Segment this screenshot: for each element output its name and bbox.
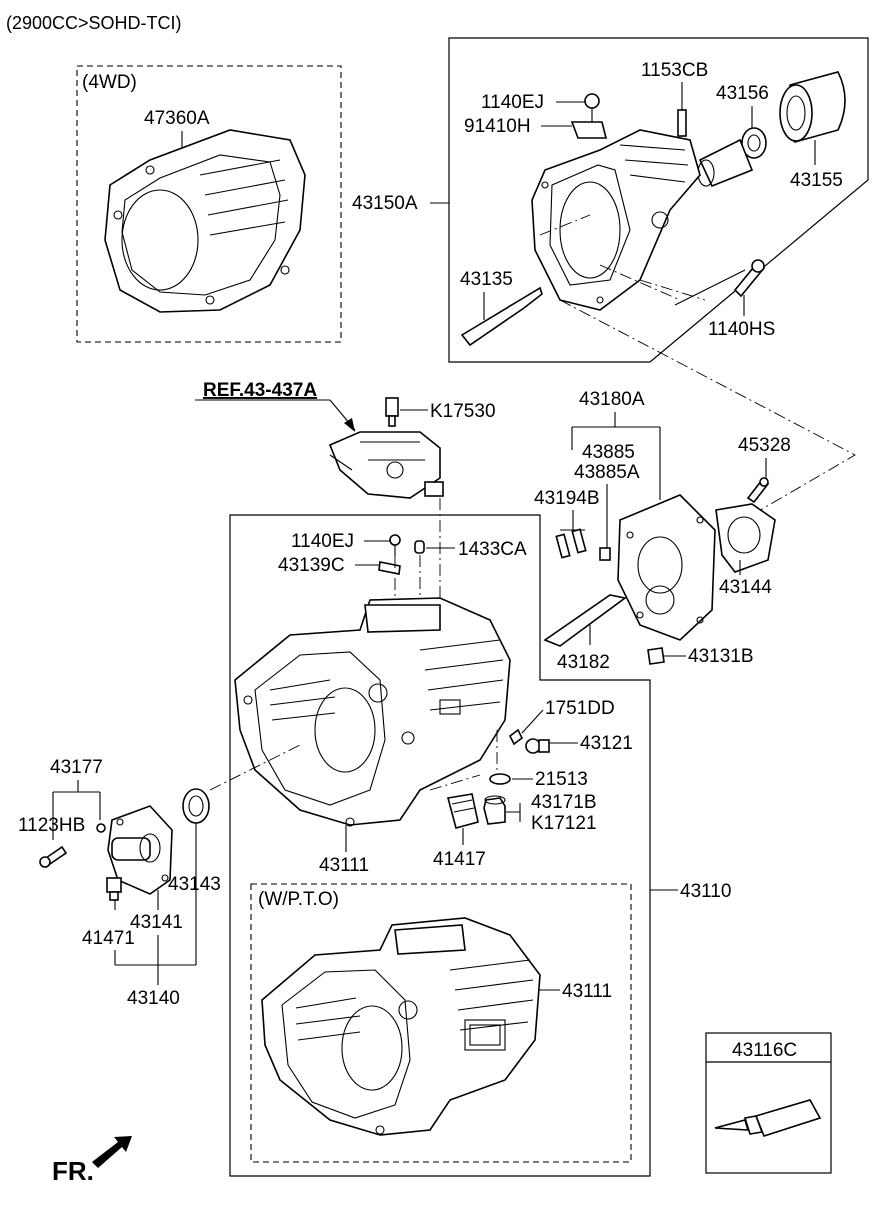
leader-1751DD: [521, 709, 544, 734]
label-43885: 43885: [582, 442, 635, 463]
sealant-tube-43116C: [714, 1099, 822, 1137]
plug-43131B: [647, 647, 665, 665]
oil-seal-43156: [741, 127, 767, 159]
label-43111-top: 43111: [319, 855, 369, 876]
engine-spec-header: (2900CC>SOHD-TCI): [6, 13, 182, 33]
label-43143: 43143: [168, 874, 221, 895]
label-43121: 43121: [580, 733, 633, 754]
front-arrow-icon: [92, 1136, 132, 1168]
dowel-pins-43194B: [555, 528, 611, 561]
bolt-1140EJ-top: [584, 93, 600, 128]
group-4wd-label: (4WD): [82, 72, 137, 93]
label-43171B: 43171B: [531, 792, 597, 813]
label-43182: 43182: [557, 652, 610, 673]
plug-43121: [525, 738, 550, 754]
group-wpto-box: [250, 883, 632, 1163]
label-21513: 21513: [535, 769, 588, 790]
label-43116C: 43116C: [732, 1040, 797, 1061]
transmission-case-wpto-43111: [261, 917, 541, 1136]
label-43111-bot: 43111: [562, 981, 612, 1002]
ref-label: REF.43-437A: [203, 380, 317, 401]
label-43155: 43155: [790, 170, 843, 191]
group-4wd-box: [76, 65, 342, 343]
drain-plug-1751DD: [508, 728, 524, 746]
label-43180A: 43180A: [579, 389, 645, 410]
breather-K17530: [385, 397, 399, 427]
label-43144: 43144: [719, 577, 772, 598]
label-43194B: 43194B: [534, 488, 600, 509]
bearing-retainer-43180A: [617, 494, 716, 641]
sealant-box: [705, 1032, 832, 1174]
label-43110: 43110: [680, 881, 731, 902]
label-1153CB: 1153CB: [641, 60, 708, 81]
shift-control-housing: [328, 431, 444, 499]
bracket-43180A: [571, 412, 661, 500]
bracket-43140: [114, 935, 196, 985]
cover-41417: [447, 793, 479, 829]
alignment-line-long: [559, 299, 856, 513]
label-45328: 45328: [738, 435, 791, 456]
alignment-front: [209, 744, 301, 791]
dust-cover-43155: [779, 71, 846, 144]
oil-seal-43143: [182, 788, 210, 824]
bolt-1140EJ-mid: [389, 534, 401, 556]
washer-1123HB: [96, 823, 106, 833]
label-43139C: 43139C: [278, 555, 345, 576]
label-47360A: 47360A: [144, 108, 210, 129]
label-K17121: K17121: [531, 813, 597, 834]
rail-43182: [543, 594, 627, 647]
front-direction-label: FR.: [52, 1156, 94, 1186]
bolt-45328: [746, 477, 770, 504]
plug-41471: [106, 877, 122, 901]
label-1751DD: 1751DD: [545, 698, 615, 719]
label-1140EJ-mid: 1140EJ: [291, 531, 354, 552]
leader-43194B: [560, 510, 585, 531]
front-bearing-retainer-43141: [107, 805, 173, 895]
extension-housing-43150A: [531, 129, 701, 311]
leader-43171B: [506, 803, 521, 822]
gasket-21513: [489, 773, 511, 785]
label-43156: 43156: [716, 83, 769, 104]
plug-43171B: [483, 795, 506, 825]
pin-43139C: [378, 561, 401, 575]
label-1140HS: 1140HS: [708, 319, 775, 340]
label-43150A: 43150A: [352, 193, 418, 214]
label-K17530: K17530: [430, 401, 496, 422]
label-43135: 43135: [460, 269, 513, 290]
bracket-91410H: [570, 121, 608, 139]
label-41471: 41471: [82, 928, 135, 949]
ref-arrow-head: [344, 418, 355, 432]
dowel-1153CB: [677, 109, 687, 137]
label-43885A: 43885A: [574, 462, 640, 483]
label-1140EJ-top: 1140EJ: [481, 92, 544, 113]
leader-1140HS: [674, 269, 746, 306]
group-43110-box: [229, 514, 651, 1177]
bracket-43177: [52, 780, 101, 840]
label-43141: 43141: [130, 912, 183, 933]
transmission-case-43111: [234, 597, 511, 827]
label-43177: 43177: [50, 757, 103, 778]
label-41417: 41417: [433, 849, 486, 870]
label-43140: 43140: [127, 988, 180, 1009]
label-1433CA: 1433CA: [458, 539, 527, 560]
plug-1433CA: [414, 540, 425, 554]
alignment-cover: [429, 774, 481, 791]
transfer-adapter-housing-4wd: [104, 129, 306, 313]
group-wpto-label: (W/P.T.O): [258, 889, 339, 910]
label-43131B: 43131B: [688, 646, 754, 667]
gasket-43144: [715, 503, 776, 573]
alignment-lines-upper: [539, 214, 706, 301]
bolt-1140HS: [733, 259, 766, 298]
rail-43135: [460, 286, 543, 347]
label-1123HB: 1123HB: [18, 815, 85, 836]
bolt-1123HB: [39, 845, 68, 868]
label-91410H: 91410H: [464, 116, 531, 137]
